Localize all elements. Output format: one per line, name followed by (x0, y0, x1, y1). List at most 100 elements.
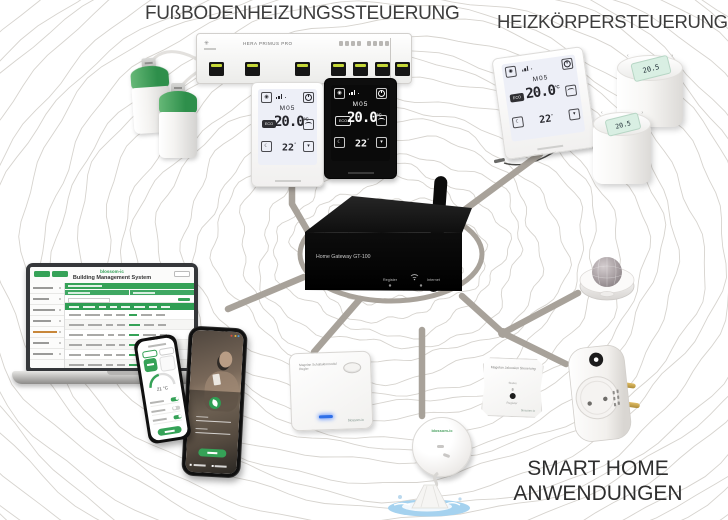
actuator-port (209, 62, 224, 76)
gauge-arc (148, 372, 176, 389)
gateway-front-face (305, 232, 462, 291)
actuator-cap (171, 83, 185, 93)
heading-smart-home-line1: SMART HOME (527, 457, 669, 480)
curve-icon (564, 84, 578, 97)
eco-badge: ECO (509, 92, 525, 103)
sensor-probe-tip (493, 158, 505, 164)
cone-facet (432, 485, 440, 508)
status-icons (230, 334, 240, 338)
toggle-on (170, 396, 179, 402)
sensor-brand: blossom-ic (431, 428, 453, 433)
chevron-down-icon: ▾ (568, 108, 581, 121)
bms-title: Building Management System (72, 275, 152, 281)
module-button (343, 361, 362, 374)
login-overlay (185, 389, 241, 475)
bms-sidebar-item (30, 327, 64, 338)
link-fork-node (498, 328, 508, 338)
bms-action-button (34, 271, 50, 277)
bms-sidebar-item (30, 349, 64, 360)
module-brand: blossom-ic (520, 408, 536, 413)
laptop-base-notch (107, 371, 145, 375)
link-switch-module (310, 295, 364, 356)
heading-radiator: HEIZKÖRPERSTEUERUNG (497, 11, 728, 32)
signal-icon (349, 90, 359, 95)
phone-screen (185, 329, 244, 475)
register-button (509, 393, 515, 399)
night-mode-icon: ☾ (261, 141, 272, 152)
bms-table-row (65, 320, 194, 330)
bms-filter-row (65, 296, 194, 303)
socket-hole (603, 396, 608, 402)
setpoint-temperature: 20.0°C (524, 82, 560, 103)
gateway-internet-label: Internet (427, 278, 441, 282)
actuator-port (395, 62, 410, 76)
login-button (197, 448, 227, 458)
bms-section-bar (65, 283, 194, 289)
thermostat-brand-mark (274, 180, 301, 182)
chevron-down-icon: ▾ (376, 137, 387, 148)
room-thermostat-black: ◉ M05 ECO 20.0°C ☾ 22° ▾ (324, 78, 397, 179)
bms-action-button (52, 271, 68, 277)
cone-facet (420, 485, 428, 508)
setpoint-temperature: 20.0°C (274, 114, 309, 130)
eco-badge: ECO (262, 120, 276, 128)
bms-subsection-bars (65, 290, 194, 295)
smartphone-photo (181, 325, 248, 479)
floor-heating-controller: ✳ HERA PRIMUS PRO (196, 33, 412, 84)
radiator-valve: ‹ › 20.5 (593, 110, 651, 184)
dome-facets (591, 257, 623, 287)
heading-floor-heating: FUßBODENHEIZUNGSSTEUERUNG (145, 3, 460, 24)
heading-smart-home-line2: ANWENDUNGEN (513, 482, 683, 505)
secondary-temperature: 22° (355, 138, 370, 150)
socket-hole (587, 401, 592, 406)
splash-streaks (393, 502, 461, 506)
wall-thermostat: ◉ M05 ECO 20.0°C ☾ 22° ▾ (491, 46, 597, 160)
status-led (318, 414, 333, 419)
terminal-icons (339, 41, 389, 46)
thermal-actuator (159, 83, 197, 159)
water-droplet (398, 495, 402, 499)
controller-label: HERA PRIMUS PRO (243, 41, 293, 46)
dial-mark-right: › (671, 53, 673, 59)
sensor-slot (437, 445, 444, 448)
status-led (511, 388, 514, 391)
socket-ring (580, 380, 615, 415)
app-confirm-button (156, 425, 182, 437)
water-leak-sensor: blossom-ic (412, 417, 472, 477)
checkbox-option (211, 464, 228, 468)
night-mode-icon: ☾ (334, 137, 345, 148)
mode-readout: M05 (352, 101, 369, 108)
login-options (189, 463, 235, 469)
phone-notch (211, 327, 226, 332)
register-led (388, 284, 392, 287)
controller-divider (390, 38, 391, 79)
sensor-slot (442, 452, 451, 459)
module-label: Magelan Jalousien Steuerung (490, 365, 536, 371)
bms-secondary-button (174, 271, 190, 277)
module-brand: blossom-ic (347, 417, 365, 423)
power-icon (561, 57, 574, 71)
gateway-label: Home Gateway GT-100 (316, 254, 371, 260)
bms-sidebar-item (30, 338, 64, 349)
actuator-port (353, 62, 368, 76)
bms-sidebar-item (30, 294, 64, 305)
pir-dome (592, 257, 622, 287)
setpoint-temperature: 20.0°C (347, 110, 382, 126)
mode-readout: M05 (279, 105, 296, 112)
chevron-down-icon: ▾ (303, 141, 314, 152)
bms-sidebar-item (30, 305, 64, 316)
auto-mode-icon: ◉ (334, 88, 345, 99)
power-icon (376, 88, 387, 99)
controller-logo-icon: ✳ (204, 40, 216, 50)
actuator-port (375, 62, 390, 76)
secondary-tile (158, 354, 177, 372)
home-gateway: Home Gateway GT-100 Register Internet (305, 176, 472, 292)
dial-mark-right: › (641, 110, 643, 116)
toggle-off (171, 405, 181, 411)
curve-icon (303, 119, 314, 130)
dial-mark-left: ‹ (627, 53, 629, 59)
dial-mark-left: ‹ (601, 110, 603, 116)
motion-sensor (579, 257, 635, 301)
